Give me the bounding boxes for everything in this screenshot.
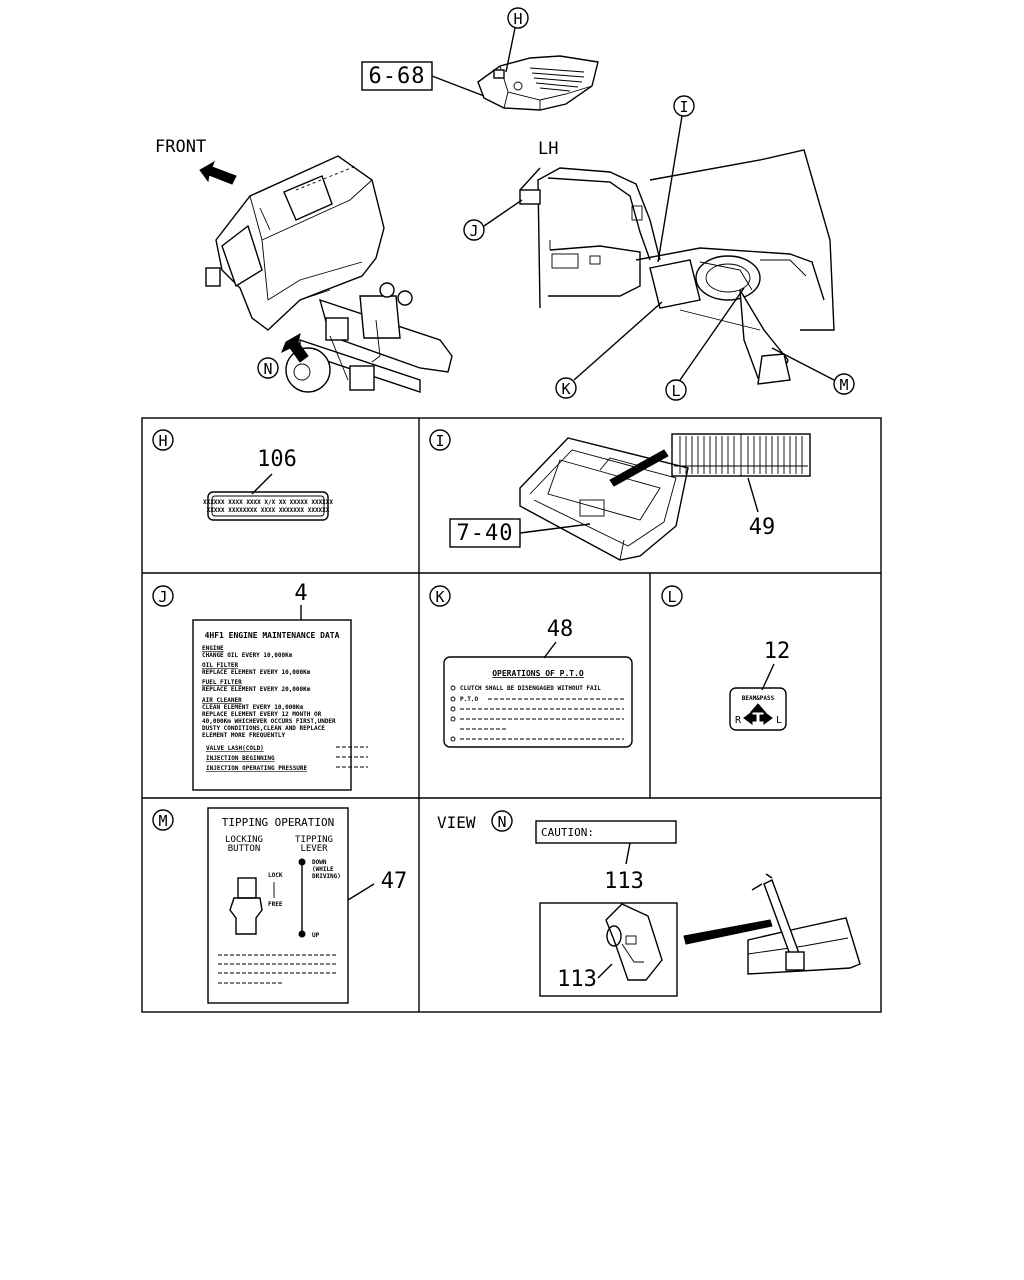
maintenance-label — [192, 619, 352, 791]
tipping-lock: LOCK — [268, 872, 283, 879]
maint-line-8: REPLACE ELEMENT EVERY 12 MONTH OR — [202, 711, 322, 718]
view-n-detail-arrow — [683, 919, 773, 945]
panel-j: J 4 4HF1 ENGINE MAINTENANCE DATA ENGINE … — [152, 581, 368, 791]
panel-k-letter: K — [435, 588, 444, 606]
maint-title: 4HF1 ENGINE MAINTENANCE DATA — [205, 631, 340, 640]
panel-i-letter: I — [435, 432, 444, 450]
part-113-b: 113 — [557, 967, 597, 992]
arrow-left-icon — [743, 711, 757, 725]
callout-circle-k-top — [555, 377, 577, 399]
ref-7-40: 7-40 — [457, 521, 514, 546]
beam-pass-label — [729, 687, 787, 731]
ref-6-68: 6-68 — [369, 64, 426, 89]
panel-j-letter: J — [158, 588, 167, 606]
maint-line-2: OIL FILTER — [202, 662, 239, 669]
arrow-right-icon — [759, 711, 773, 725]
callout-k-top: K — [561, 380, 570, 398]
detail-arrow — [609, 449, 669, 487]
tipping-up: UP — [312, 932, 320, 939]
maint-line-0: ENGINE — [202, 645, 224, 652]
locking-button-icon — [229, 877, 263, 935]
cab-interior — [519, 149, 835, 385]
callout-circle-m-top — [833, 373, 855, 395]
panel-m: M TIPPING OPERATION LOCKING BUTTON TIPPI… — [152, 807, 408, 1004]
beam-left: L — [776, 715, 782, 726]
maint-line-4: FUEL FILTER — [202, 679, 242, 686]
part-113-a: 113 — [604, 869, 644, 894]
maint-line-5: REPLACE ELEMENT EVERY 20,000Km — [202, 686, 311, 693]
panel-n: VIEW N CAUTION: 113 113 — [437, 810, 861, 997]
callout-l-top: L — [671, 382, 680, 400]
panel-k: K 48 OPERATIONS OF P.T.O CLUTCH SHALL BE… — [429, 585, 633, 748]
maint-line-1: CHANGE OIL EVERY 10,000Km — [202, 652, 293, 659]
tipping-lever-view — [747, 873, 861, 975]
callout-circle-h-top — [507, 7, 529, 29]
tipping-col1-b: BUTTON — [228, 844, 261, 854]
part-4: 4 — [294, 581, 307, 606]
caution-label — [535, 820, 677, 844]
callout-i-top: I — [679, 98, 688, 116]
maint-line-11: ELEMENT MORE FREQUENTLY — [202, 732, 285, 739]
panel-i: I 49 7-40 — [429, 429, 811, 561]
roof-lamp-assembly — [477, 55, 599, 111]
tipping-col2-a: TIPPING — [295, 835, 333, 845]
callout-circle-n — [257, 357, 279, 379]
truck-chassis — [285, 282, 453, 393]
panel-n-letter: N — [497, 813, 506, 831]
view-n-arrow-icon — [281, 332, 309, 363]
arrow-up-icon — [749, 703, 767, 713]
maint-line-3: REPLACE ELEMENT EVERY 10,000Km — [202, 669, 311, 676]
pto-title: OPERATIONS OF P.T.O — [492, 669, 584, 678]
callout-j-top: J — [469, 222, 478, 240]
view-label: VIEW — [437, 813, 476, 832]
panel-m-letter: M — [158, 812, 167, 830]
maint-line-9: 40,000Km WHICHEVER OCCURS FIRST,UNDER — [202, 718, 336, 725]
detail-box-113 — [539, 902, 678, 997]
caution-text: CAUTION: — [541, 826, 594, 839]
label-106-line1: XXXXXX XXXX XXXX X/X XX XXXXX XXXXXX — [203, 499, 333, 506]
front-label: FRONT — [155, 137, 206, 157]
tipping-label — [207, 807, 349, 1004]
part-47: 47 — [381, 869, 408, 894]
maint-line-12: VALVE LASH(COLD) — [206, 745, 264, 752]
part-48: 48 — [547, 617, 574, 642]
part-106: 106 — [257, 447, 297, 472]
panel-h-letter: H — [158, 432, 167, 450]
callout-n: N — [263, 360, 272, 378]
part-12: 12 — [764, 639, 791, 664]
tipping-free: FREE — [268, 901, 283, 908]
tipping-title: TIPPING OPERATION — [222, 816, 335, 829]
pto-line1: CLUTCH SHALL BE DISENGAGED WITHOUT FAIL — [460, 685, 601, 692]
callout-h-top: H — [513, 10, 522, 28]
callout-circle-j-top — [463, 219, 485, 241]
maint-line-10: DUSTY CONDITIONS,CLEAN AND REPLACE — [202, 725, 325, 732]
maint-line-7: CLEAN ELEMENT EVERY 10,000Km — [202, 704, 304, 711]
callout-circle-i-top — [673, 95, 695, 117]
pto-line2: P.T.O — [460, 696, 478, 703]
tipping-down-2: (WHILE — [312, 866, 334, 873]
detail-grid — [141, 417, 882, 1013]
callout-m-top: M — [839, 376, 848, 394]
tipping-down-1: DOWN — [312, 859, 327, 866]
panel-h: H 106 XXXXXX XXXX XXXX X/X XX XXXXX XXXX… — [152, 429, 333, 521]
panel-l: L 12 BEAM&PASS R L — [661, 585, 791, 731]
maint-line-14: INJECTION OPERATING PRESSURE — [206, 765, 308, 772]
beam-right: R — [735, 715, 742, 726]
beam-pass-title: BEAM&PASS — [742, 695, 775, 702]
maint-line-13: INJECTION BEGINNING — [206, 755, 275, 762]
label-106-line2: XXXXX XXXXXXXX XXXX XXXXXXX XXXXXX — [207, 507, 330, 514]
lh-label: LH — [538, 139, 558, 159]
tipping-col2-b: LEVER — [300, 844, 328, 854]
part-49: 49 — [749, 515, 776, 540]
tipping-col1-a: LOCKING — [225, 835, 263, 845]
front-arrow-icon — [199, 160, 237, 185]
maint-line-6: AIR CLEANER — [202, 697, 242, 704]
tipping-down-3: DRIVING) — [312, 873, 341, 880]
panel-l-letter: L — [667, 588, 676, 606]
pto-label — [443, 656, 633, 748]
callout-circle-l-top — [665, 379, 687, 401]
truck-cab-tilted — [205, 155, 385, 331]
